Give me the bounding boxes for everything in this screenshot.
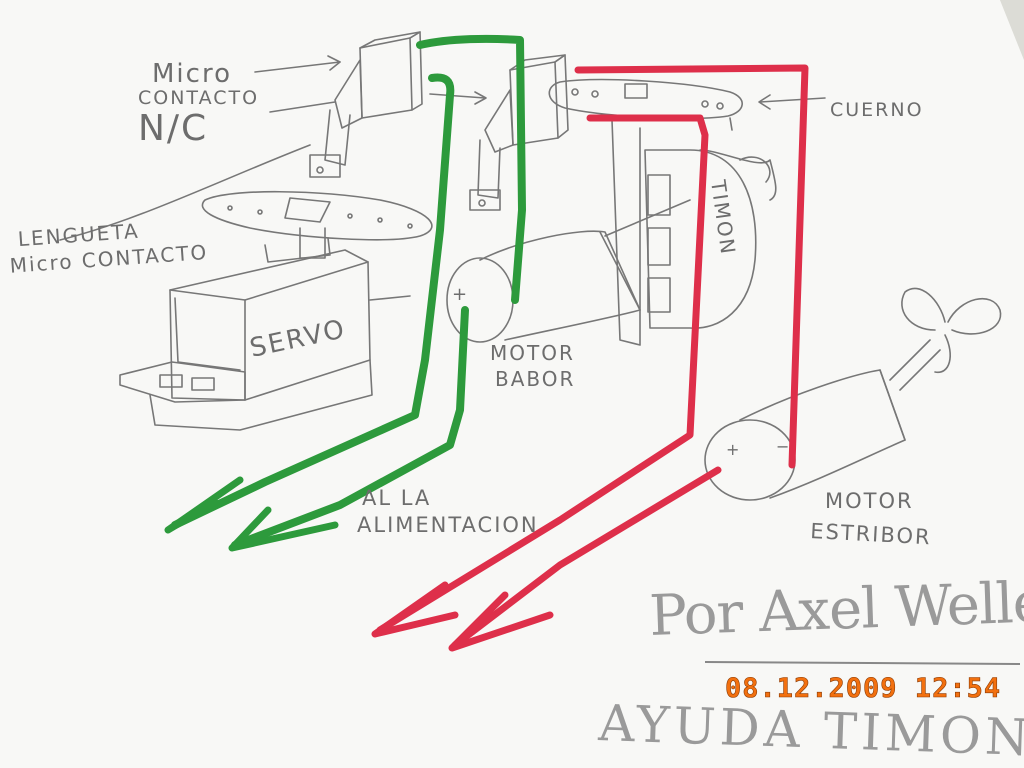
micro-switch-left [309,31,423,178]
label-motor-babor: MOTOR BABOR [490,341,575,391]
label-motor-babor-line1: MOTOR [490,341,575,365]
pointer-arrows [59,55,826,301]
red-wire-1 [574,64,809,469]
label-motor-estribor: MOTOR ESTRIBOR [810,489,932,549]
label-contacto: CONTACTO [138,87,259,109]
red-wire-2-arrowhead [371,581,459,638]
servo-box [119,237,373,431]
label-micro: Micro [152,59,232,89]
label-micro-contacto: Micro CONTACTO N/C [138,59,259,149]
label-cuerno: CUERNO [830,99,924,121]
label-alimentacion: AL LA ALIMENTACION [357,486,539,537]
red-wire-3-arrowhead [448,591,554,652]
rudder-horn [548,78,743,131]
red-wire-3 [451,466,722,649]
micro-switch-right [469,54,569,211]
label-nc: N/C [138,108,208,149]
camera-timestamp: 08.12.2009 12:54 [725,673,1001,704]
label-motor-estribor-line1: MOTOR [825,489,914,513]
green-wire-1 [416,34,526,304]
label-alimentacion-line2: ALIMENTACION [357,513,539,537]
rudder-timon [611,119,777,346]
label-alimentacion-line1: AL LA [362,486,431,510]
polarity-plus-estribor: + [726,440,741,459]
polarity-plus-babor: + [452,284,469,305]
label-motor-babor-line2: BABOR [495,367,575,391]
green-wire-3-arrowhead [228,506,339,552]
author-signature: Por Axel Weller [648,569,1024,649]
table-edge [1000,0,1024,60]
polarity-minus-estribor: − [776,437,791,456]
signature-underline [704,661,1021,665]
red-wire-2 [376,114,709,634]
green-wire-2 [171,73,455,529]
green-wire-3 [231,306,469,549]
green-wire-2-arrowhead [164,476,244,534]
